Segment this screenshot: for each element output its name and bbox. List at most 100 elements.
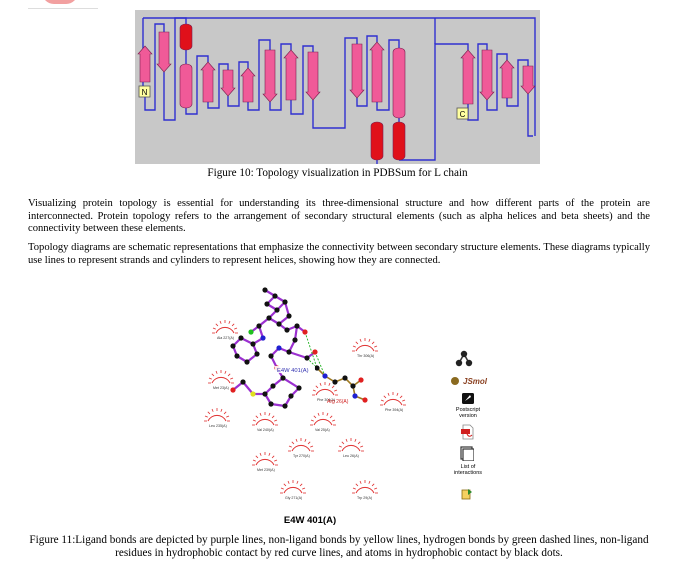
atom [254, 351, 260, 357]
ligplot-title: E4W 401(A) [283, 515, 337, 526]
n-terminus-box: N [138, 85, 151, 98]
ligand-atoms [230, 287, 368, 409]
jmol-molecule-icon[interactable] [455, 350, 473, 368]
atom [322, 373, 328, 379]
residue-label: Met 23(A) [213, 386, 229, 390]
topology-element [137, 45, 153, 83]
topology-elements [137, 23, 536, 161]
pdf-icon[interactable] [460, 424, 476, 440]
topology-connectors [142, 17, 536, 164]
topology-element [369, 41, 385, 103]
atom [262, 391, 268, 397]
residue-label: Leu 235(A) [209, 424, 227, 428]
export-icon[interactable] [461, 487, 473, 500]
hydrophobic-residue [352, 480, 378, 494]
svg-text:N: N [142, 88, 148, 97]
residue-label: Trp 29(A) [357, 496, 372, 500]
atom [266, 315, 272, 321]
hydrophobic-residue [212, 320, 238, 334]
hydrophobic-residue [310, 412, 336, 426]
hydrophobic-residue [352, 338, 378, 352]
topology-element [370, 121, 384, 161]
figure-11-caption: Figure 11:Ligand bonds are depicted by p… [29, 534, 649, 559]
paragraph-topology-diagrams: Topology diagrams are schematic represen… [28, 242, 650, 266]
residue-label: Val 240(A) [257, 428, 274, 432]
atom [234, 353, 240, 359]
topology-element [200, 61, 216, 103]
residue-label: Phe 304(A) [317, 398, 335, 402]
atom [282, 403, 288, 409]
atom [302, 329, 308, 335]
atom [268, 401, 274, 407]
atom [286, 313, 292, 319]
residue-label: Phe 394(A) [385, 408, 403, 412]
atom [238, 335, 244, 341]
topology-element [283, 49, 299, 101]
paragraph-topology-intro: Visualizing protein topology is essentia… [28, 198, 650, 235]
atom [352, 393, 358, 399]
atom [272, 293, 278, 299]
atom [264, 301, 270, 307]
hydrophobic-residue [280, 480, 306, 494]
atom [312, 349, 318, 355]
atom [358, 377, 364, 383]
atom [350, 383, 356, 389]
atom [276, 321, 282, 327]
topology-element [392, 47, 406, 119]
topology-background [135, 10, 540, 164]
residue-labels: Ala 227(A)Met 23(A)Leu 235(A)Val 240(A)M… [209, 336, 403, 500]
hydrophobic-residue [312, 382, 338, 396]
atom [240, 379, 246, 385]
topology-element [499, 59, 515, 99]
arg-label: Arg 26(A) [327, 399, 349, 405]
topology-element [262, 49, 278, 103]
list-of-interactions-label[interactable]: List of interactions [453, 464, 483, 476]
atom [294, 323, 300, 329]
atom [270, 383, 276, 389]
topology-element [179, 63, 193, 109]
atom [314, 365, 320, 371]
atom [282, 299, 288, 305]
topology-element [479, 49, 495, 101]
residue-label: Leu 26(A) [343, 454, 359, 458]
list-of-interactions-icon[interactable] [460, 446, 475, 462]
topology-element [305, 51, 321, 101]
hydrophobic-residue [208, 370, 234, 384]
atom [292, 337, 298, 343]
topology-element [349, 43, 365, 99]
postscript-icon[interactable] [461, 392, 475, 405]
postscript-label[interactable]: Postscript version [455, 407, 481, 419]
molecule-icon [455, 350, 473, 367]
atom [362, 397, 368, 403]
atom [268, 353, 274, 359]
atom [230, 343, 236, 349]
residue-label: Gly 271(A) [285, 496, 302, 500]
atom [286, 349, 292, 355]
atom [262, 287, 268, 293]
topology-element [156, 31, 172, 73]
atom [276, 345, 282, 351]
residue-label: Met 239(A) [257, 468, 275, 472]
atom [284, 327, 290, 333]
topology-element [392, 121, 406, 161]
atom [280, 375, 286, 381]
atom [296, 385, 302, 391]
atom [304, 355, 310, 361]
atom [256, 323, 262, 329]
residue-label: Thr 306(A) [357, 354, 374, 358]
topology-element [240, 67, 256, 103]
topology-element [179, 23, 193, 51]
hydrophobic-residue [204, 408, 230, 422]
atom [244, 359, 250, 365]
ligand-label: E4W 401(A) [277, 368, 309, 374]
jsmol-link[interactable]: JSmol [451, 372, 487, 386]
ligplot-diagram: Ala 227(A)Met 23(A)Leu 235(A)Val 240(A)M… [204, 287, 406, 500]
residue-label: Val 25(A) [315, 428, 330, 432]
figure-10-caption: Figure 10: Topology visualization in PDB… [207, 167, 468, 179]
atom [260, 335, 266, 341]
c-terminus-box: C [456, 107, 469, 120]
topology-element [220, 69, 236, 97]
svg-text:C: C [460, 110, 466, 119]
jsmol-logo-icon [451, 377, 459, 386]
atom [288, 393, 294, 399]
